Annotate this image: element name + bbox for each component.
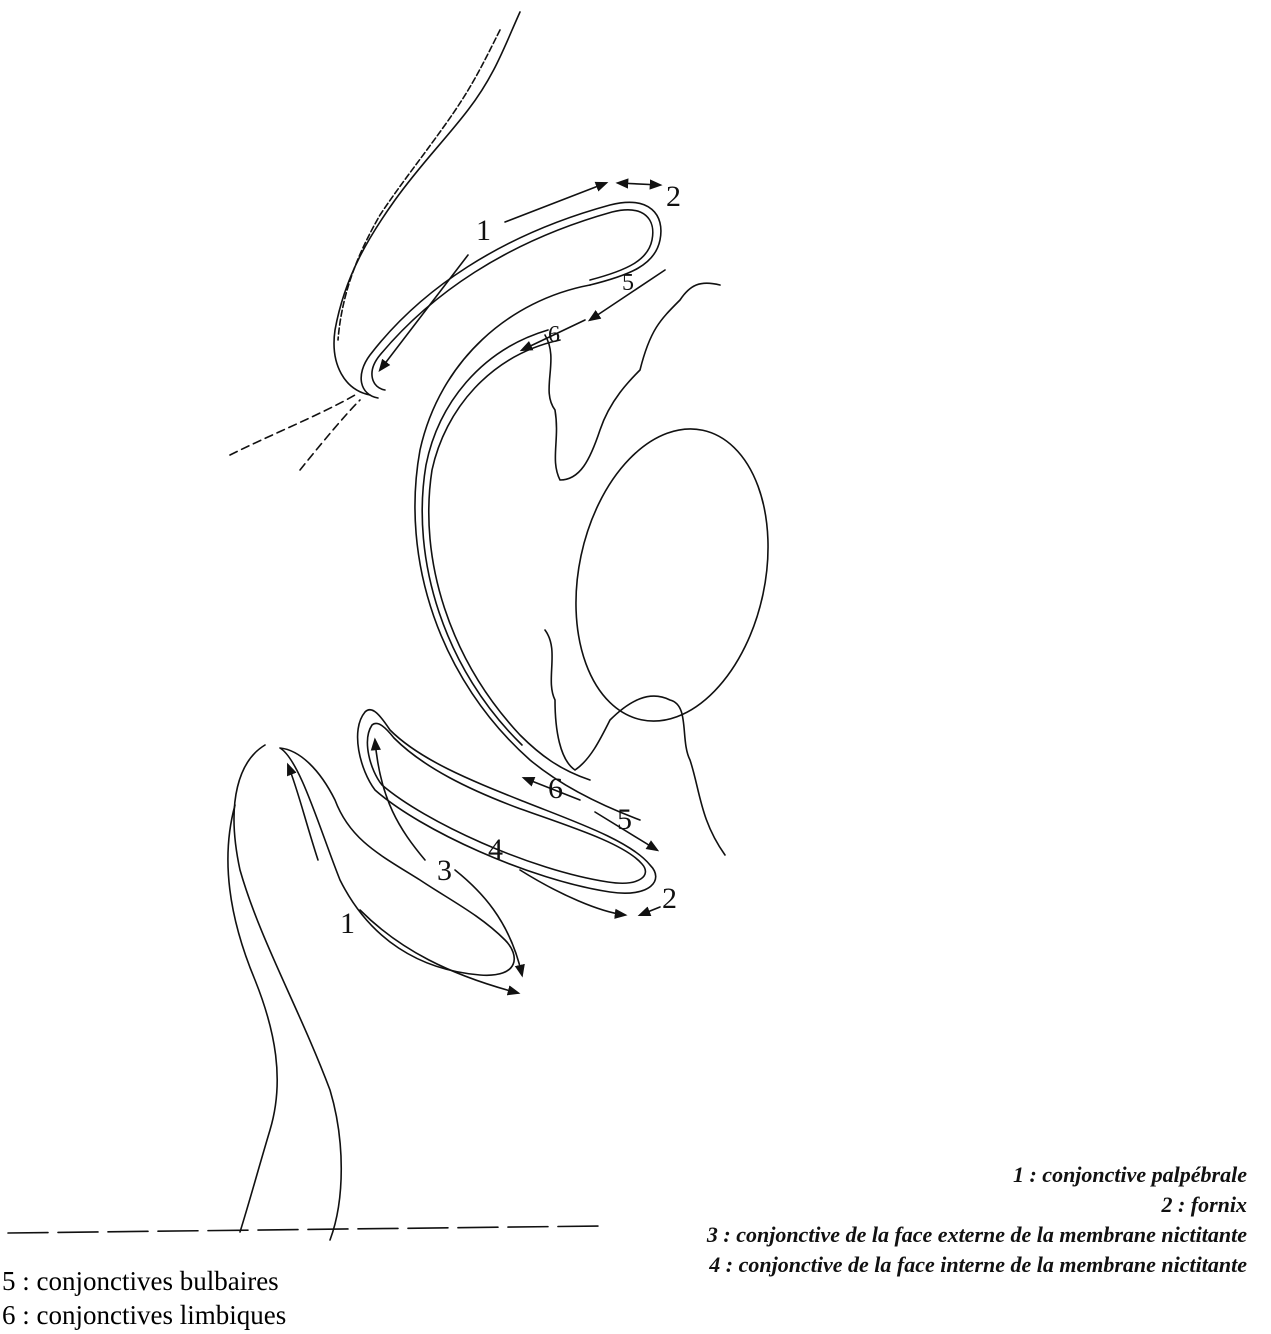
arrow-1-upper: [505, 183, 606, 222]
upper-conjunctiva-loop-inner: [372, 210, 653, 390]
label-lower-4: 4: [488, 833, 503, 866]
legend-item-3: 3 : conjonctive de la face externe de la…: [487, 1220, 1247, 1250]
globe-outer-arc: [415, 285, 640, 820]
upper-eyelid-base-2: [300, 400, 360, 470]
legend-item-4: 4 : conjonctive de la face interne de la…: [487, 1250, 1247, 1280]
arrow-1-lower-up: [288, 765, 318, 860]
arrow-1-upper-down: [380, 255, 468, 370]
upper-conjunctiva-loop: [361, 202, 661, 398]
arrow-3-lower: [455, 870, 522, 975]
arrow-1-lower: [360, 910, 518, 993]
label-lower-6: 6: [548, 772, 563, 805]
legend-item-5: 5 : conjonctives bulbaires: [2, 1264, 286, 1298]
label-lower-5: 5: [617, 803, 632, 836]
label-upper-6: 6: [548, 322, 560, 348]
legend-right: 1 : conjonctive palpébrale 2 : fornix 3 …: [487, 1160, 1247, 1280]
upper-eyelid-skin: [334, 12, 520, 395]
label-lower-1: 1: [340, 907, 355, 940]
arrow-2-upper: [618, 183, 660, 185]
label-lower-2: 2: [662, 882, 677, 915]
arrow-2-lower: [640, 907, 660, 915]
iris-upper: [545, 283, 720, 480]
nictitating-membrane-inner: [367, 723, 645, 883]
legend-left: 5 : conjonctives bulbaires 6 : conjoncti…: [2, 1264, 286, 1332]
label-upper-5: 5: [622, 270, 634, 296]
legend-item-6: 6 : conjonctives limbiques: [2, 1298, 286, 1332]
upper-eyelid-skin-inner: [338, 30, 500, 340]
label-upper-2: 2: [666, 180, 681, 213]
legend-item-1: 1 : conjonctive palpébrale: [487, 1160, 1247, 1190]
lower-eyelid-skin: [228, 805, 277, 1232]
lower-eyelid-loop: [234, 745, 514, 1240]
label-upper-1: 1: [476, 214, 491, 247]
legend-item-2: 2 : fornix: [487, 1190, 1247, 1220]
label-lower-3: 3: [437, 854, 452, 887]
globe-inner-arc: [429, 340, 590, 780]
